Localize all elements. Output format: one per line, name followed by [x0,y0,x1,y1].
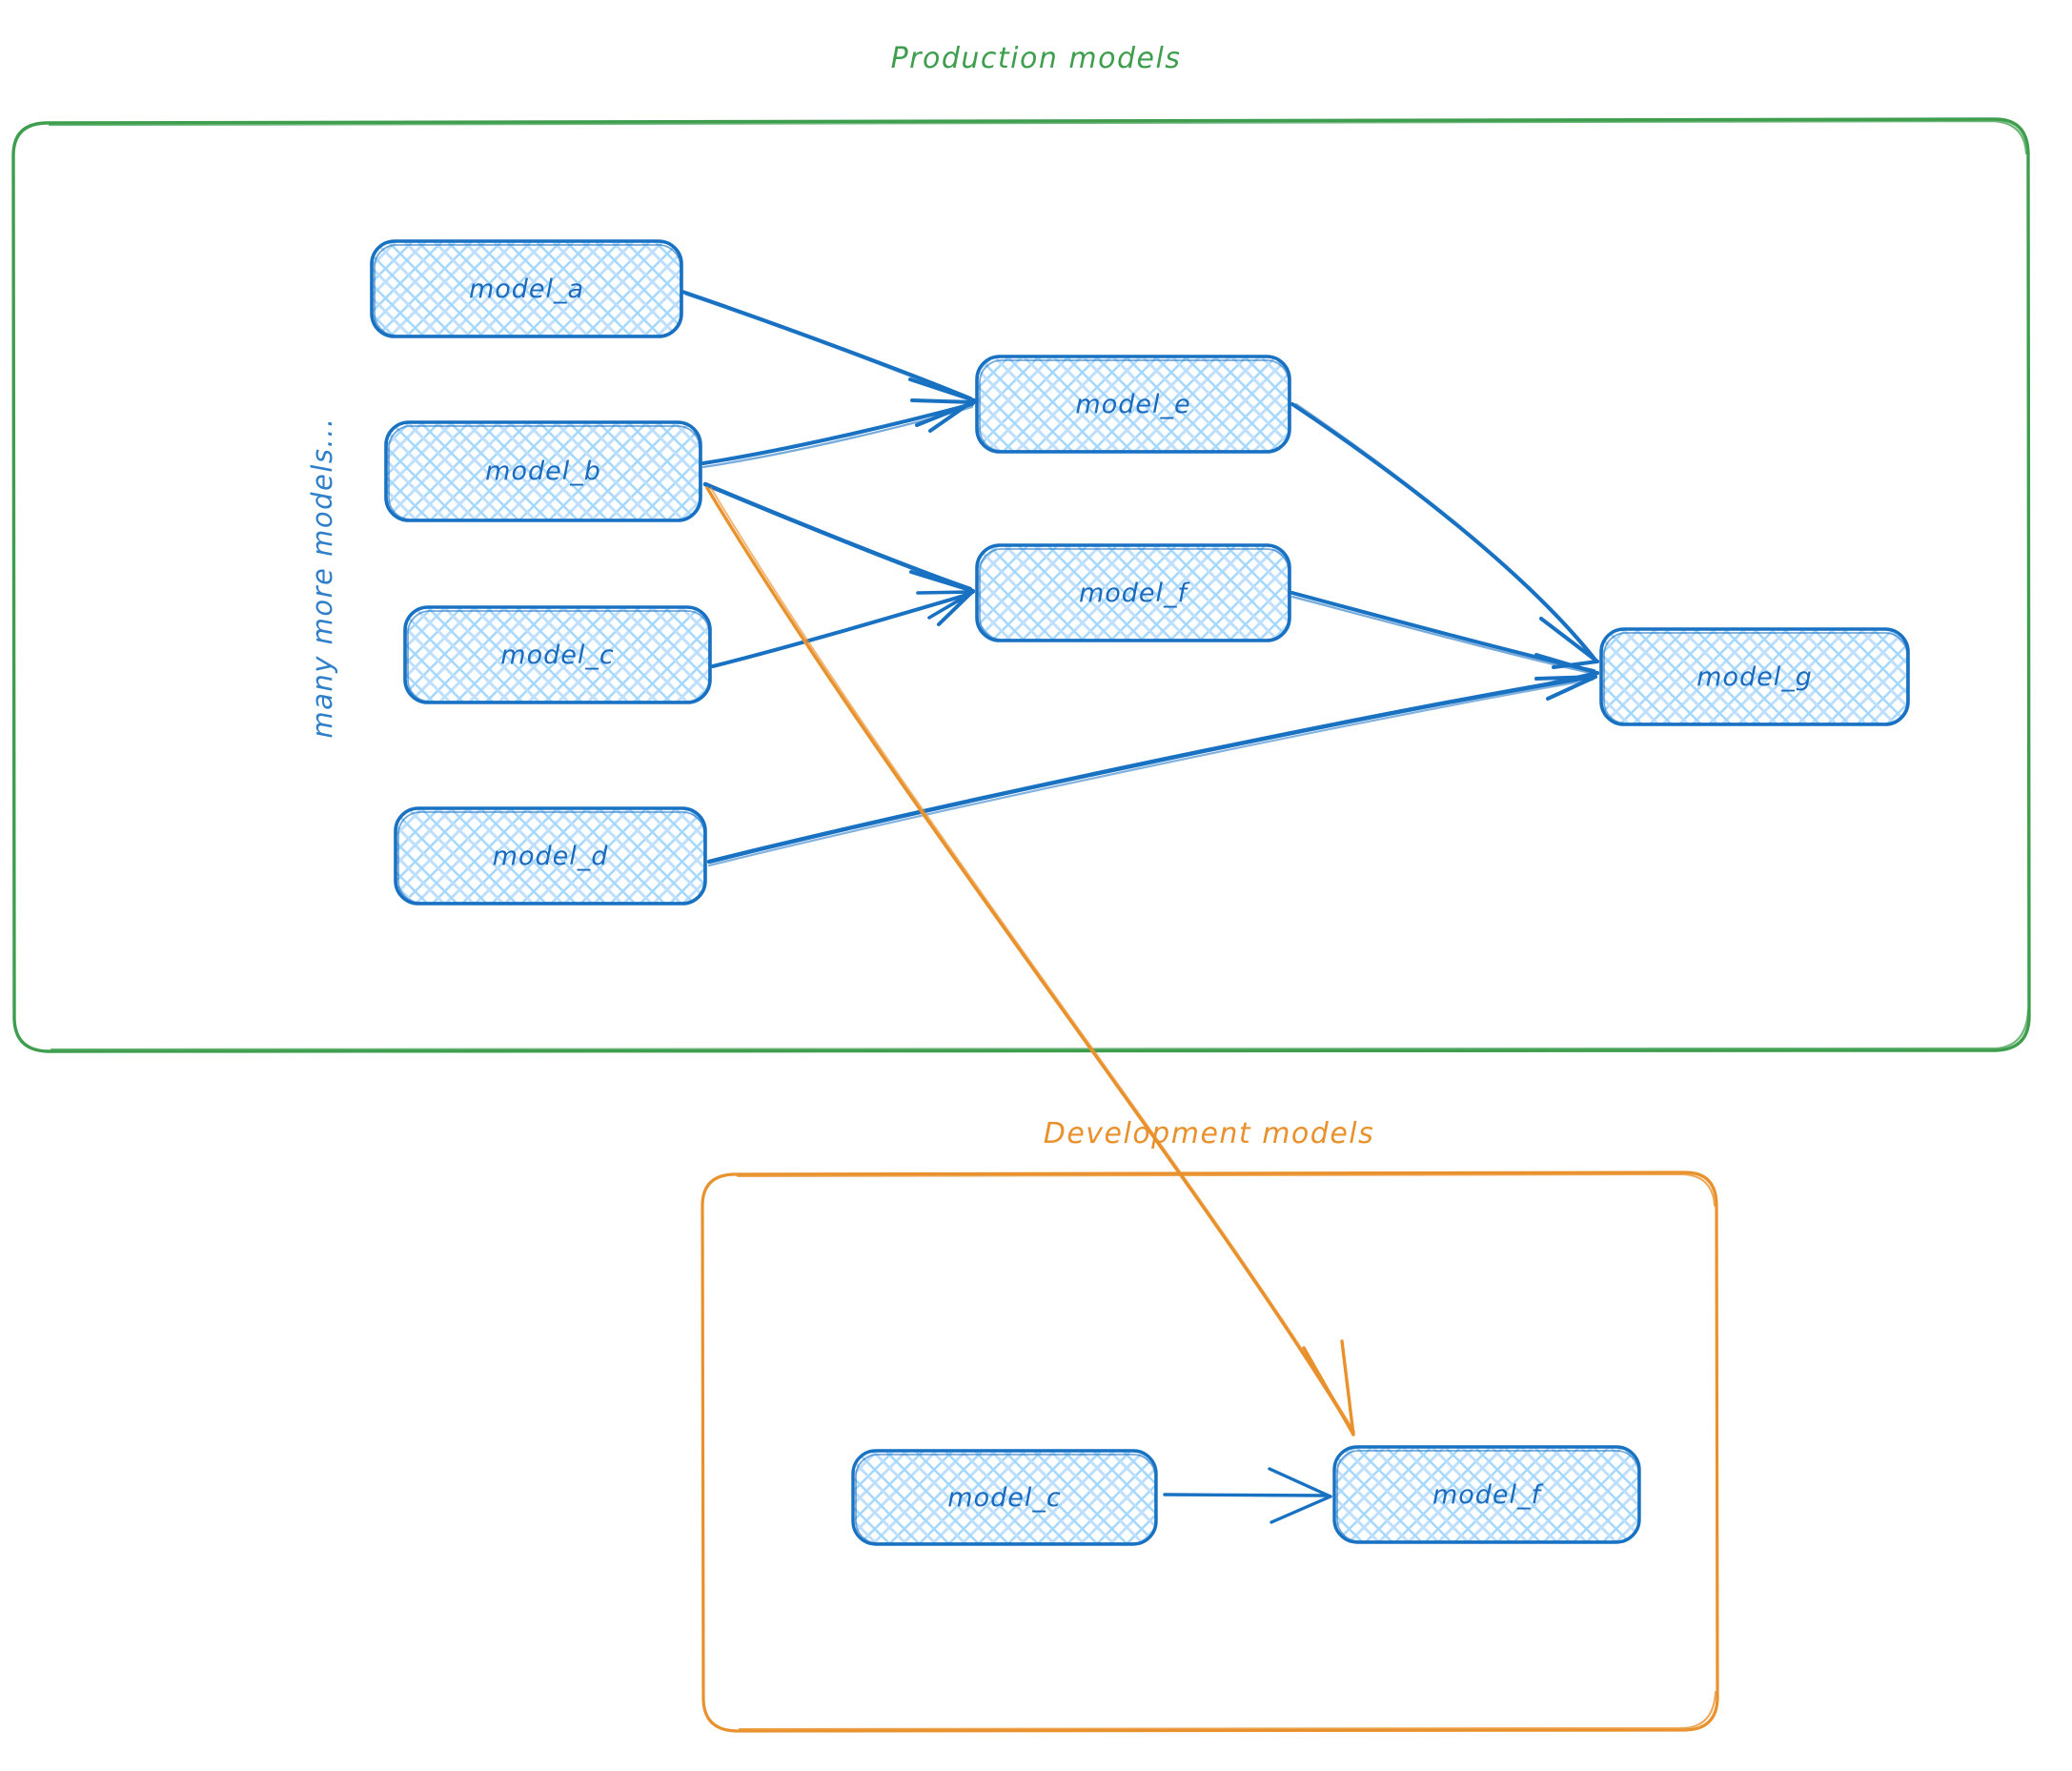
annotation-many-more-models: many more models... [306,417,338,739]
edge-model-f-to-model-g [1290,591,1599,686]
edge-model-a-to-model-e [681,290,976,433]
edge-model-b-to-model-e [701,398,976,469]
node-dev-model-f[interactable] [1332,1445,1641,1544]
node-layer [370,239,1910,1546]
node-prod-model-e[interactable] [975,355,1291,454]
edge-layer [681,290,1599,1524]
node-prod-model-d[interactable] [394,806,707,906]
node-prod-model-c[interactable] [403,605,712,704]
edge-model-d-to-model-g [706,674,1597,867]
group-production-border [11,117,2031,1053]
group-title-production: Production models [890,42,1182,75]
edge-model-b-to-dev-model-f-orange [705,486,1355,1436]
edge-model-e-to-model-g [1290,402,1599,669]
node-prod-model-g[interactable] [1599,627,1910,726]
group-development-border [701,1170,1719,1733]
node-prod-model-a[interactable] [370,239,683,338]
edge-dev-model-c-to-dev-model-f [1163,1467,1332,1524]
node-prod-model-b[interactable] [384,420,702,522]
group-title-development: Development models [1043,1117,1375,1150]
edge-model-c-to-model-f [711,590,975,668]
node-dev-model-c[interactable] [851,1449,1158,1546]
node-prod-model-f[interactable] [975,543,1291,642]
